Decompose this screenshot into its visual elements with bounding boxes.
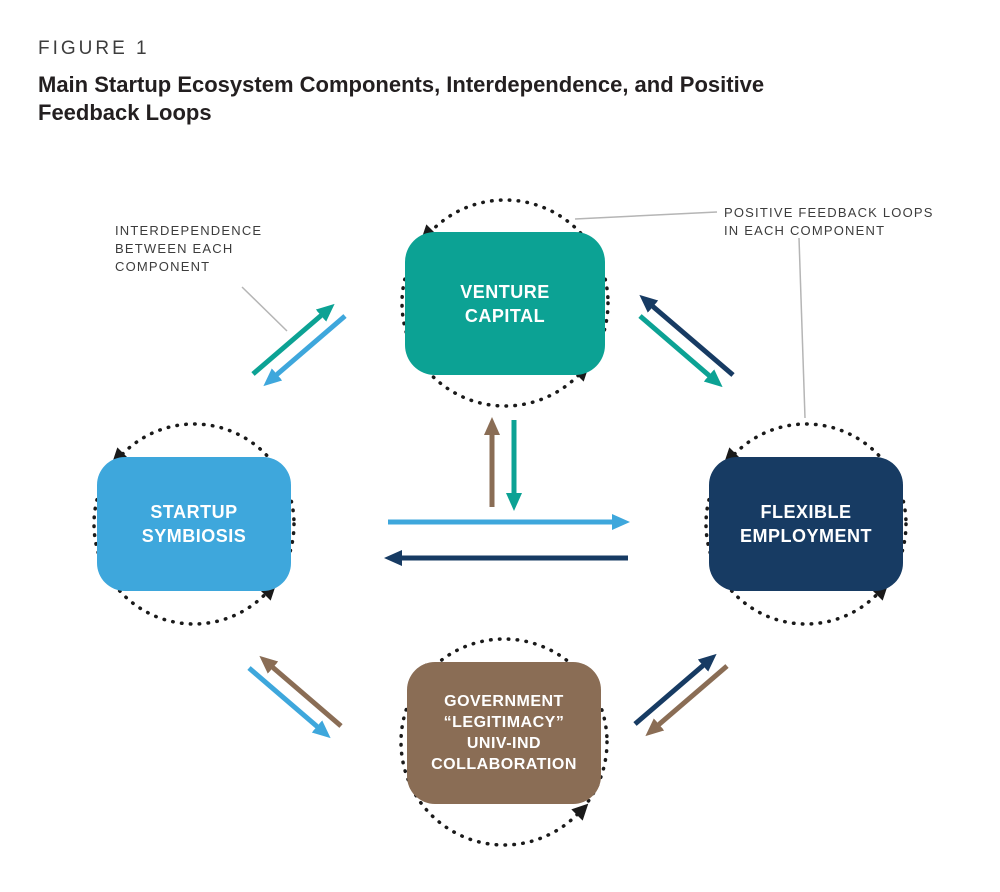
component-label-line: SYMBIOSIS [141,526,247,546]
arrow-government-to-startup [259,655,343,728]
component-label-line: FLEXIBLE [760,502,852,522]
feedback-loop-government [399,637,609,847]
callout-text-line: IN EACH COMPONENT [724,223,886,238]
figure-label: FIGURE 1 [38,38,150,59]
callout-text-line: POSITIVE FEEDBACK LOOPS [724,205,934,220]
callout-text-line: INTERDEPENDENCE [115,223,263,238]
component-label-line: GOVERNMENT [444,693,564,710]
arrow-venture-to-flexible [638,314,723,388]
component-label-line: “LEGITIMACY” [443,714,565,731]
figure-title: Main Startup Ecosystem Components, Inter… [38,71,764,127]
arrow-government-to-flexible [633,653,717,726]
loop-arrowhead [571,803,589,821]
figure-header: FIGURE 1 Main Startup Ecosystem Componen… [38,38,764,127]
feedback-loop-startup-symbiosis [92,422,296,626]
arrow-flexible-to-government [645,664,729,737]
component-label-line: VENTURE [460,281,550,302]
arrow-startup-to-government [247,666,331,739]
callout-interdependence: INTERDEPENDENCE BETWEEN EACH COMPONENT [115,222,262,276]
component-government: GOVERNMENT “LEGITIMACY” UNIV-IND COLLABO… [407,662,601,804]
callout-connector-interdependence [241,286,288,332]
component-label-line: STARTUP [150,502,238,522]
callout-connector-feedback-flexible [798,237,806,419]
arrow-flexible-to-venture [639,294,735,377]
feedback-loop-venture-capital [400,198,610,408]
figure-title-line1: Main Startup Ecosystem Components, Inter… [38,72,765,97]
callout-connector-feedback-venture [574,211,718,220]
arrow-venture-to-startup [263,314,347,387]
component-label-line: EMPLOYMENT [739,526,872,546]
component-label-line: COLLABORATION [431,756,577,773]
component-flexible-employment: FLEXIBLE EMPLOYMENT [709,457,903,591]
callout-text-line: BETWEEN EACH [115,241,234,256]
component-startup-symbiosis: STARTUP SYMBIOSIS [97,457,291,591]
feedback-loop-flexible-employment [704,422,908,626]
component-venture-capital: VENTURE CAPITAL [405,232,605,375]
component-label-line: CAPITAL [464,305,546,326]
component-label-line: UNIV-IND [466,735,542,752]
figure-title-line2: Feedback Loops [38,100,212,125]
arrow-startup-to-venture [251,303,335,376]
callout-text-line: COMPONENT [115,259,211,274]
callout-positive-feedback: POSITIVE FEEDBACK LOOPS IN EACH COMPONEN… [724,204,934,240]
